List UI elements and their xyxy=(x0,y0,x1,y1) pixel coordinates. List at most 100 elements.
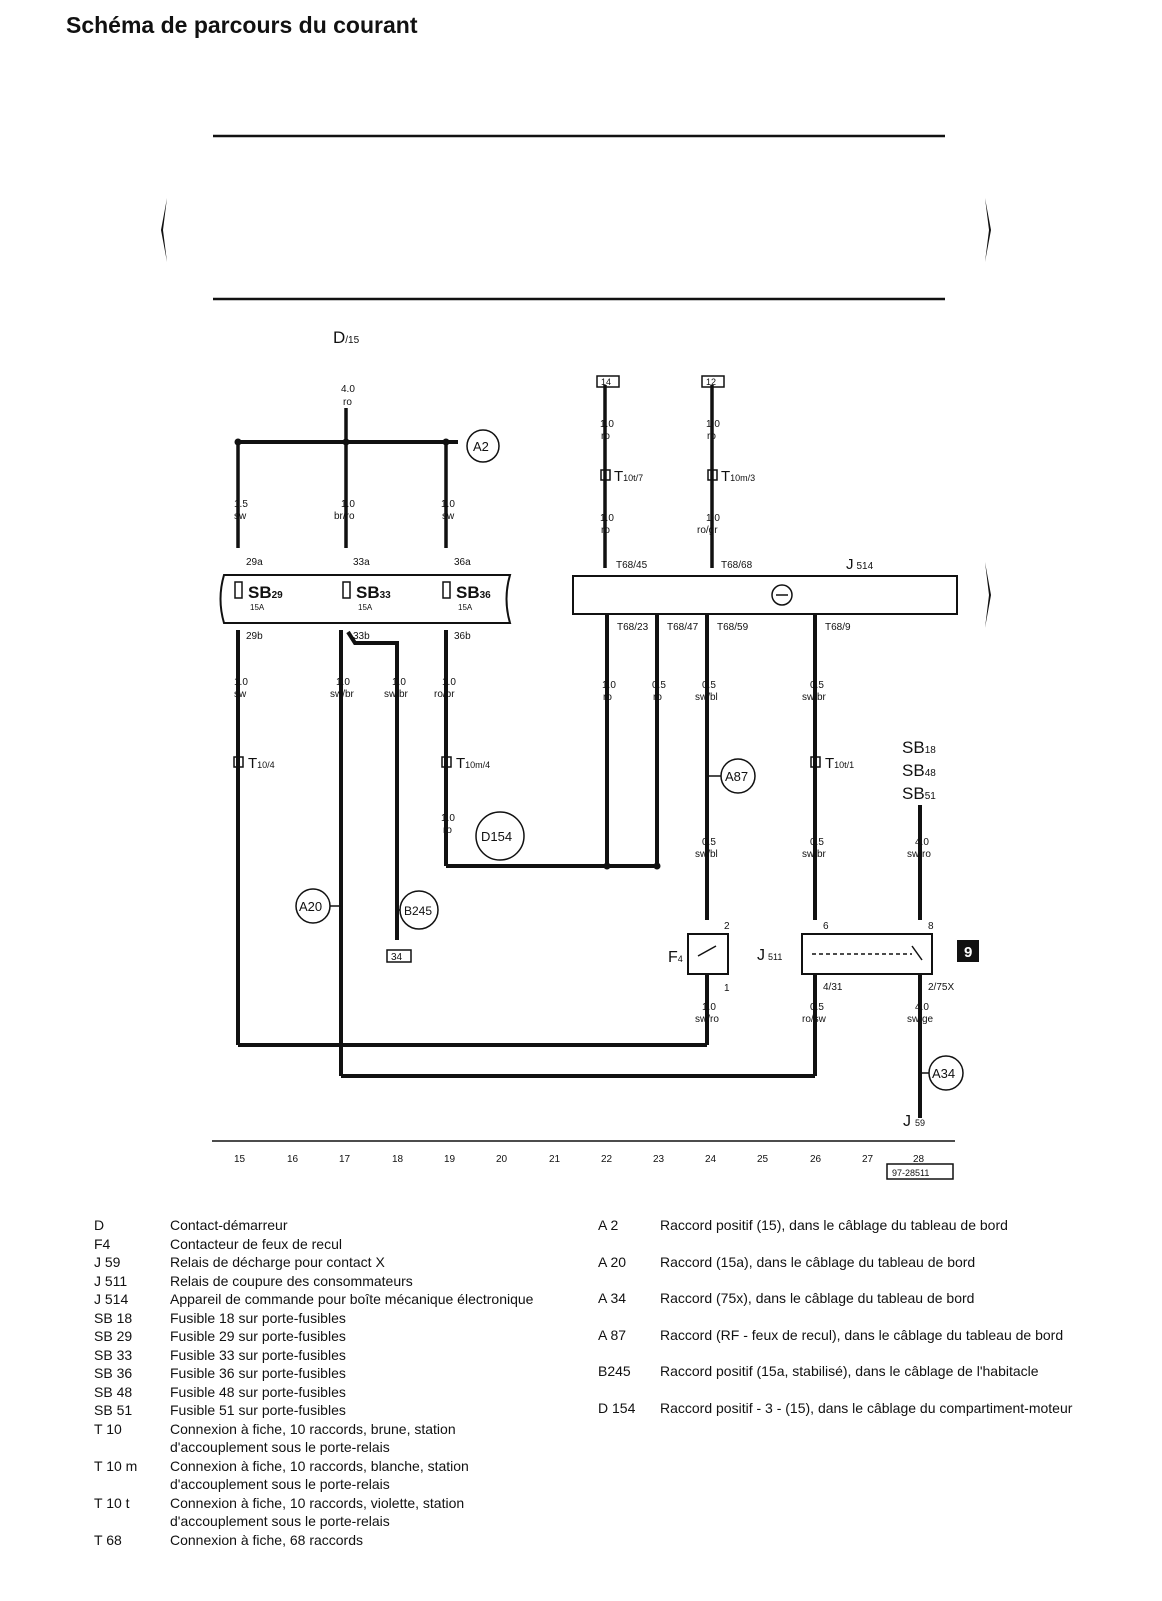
legend-text: Raccord positif (15a, stabilisé), dans l… xyxy=(660,1363,1039,1379)
track-number: 17 xyxy=(339,1154,351,1165)
wire-label: ro xyxy=(707,431,716,442)
legend-text: Connexion à fiche, 10 raccords, brune, s… xyxy=(170,1420,456,1456)
pin-label: 33a xyxy=(353,557,370,568)
wire-label: 4.0 xyxy=(341,384,355,395)
legend-code: J 59 xyxy=(94,1254,121,1270)
track-number: 22 xyxy=(601,1154,613,1165)
track-number: 27 xyxy=(862,1154,874,1165)
wire-label: sw xyxy=(234,511,247,522)
track-number: 19 xyxy=(444,1154,456,1165)
plug-t10m-4: T10m/4 xyxy=(456,755,490,772)
ground-box-label: 34 xyxy=(391,952,403,963)
track-number: 15 xyxy=(234,1154,246,1165)
legend-text: Fusible 48 sur porte-fusibles xyxy=(170,1383,346,1400)
legend-code: SB 51 xyxy=(94,1402,133,1418)
fuse-sb29: SB29 xyxy=(248,583,283,602)
legend-text: Fusible 51 sur porte-fusibles xyxy=(170,1402,346,1418)
wire-label: 1.0 xyxy=(234,677,248,688)
legend-code: A 34 xyxy=(598,1290,627,1306)
legend-code: A 20 xyxy=(598,1253,627,1270)
plug-t10t-1: T10t/1 xyxy=(825,755,854,772)
pin-box-label: 14 xyxy=(601,377,611,387)
legend-item: SB 51 Fusible 51 sur porte-fusibles xyxy=(94,1401,534,1420)
connector-a2: A2 xyxy=(473,439,489,454)
plug-t10t-7: T10t/7 xyxy=(614,468,643,485)
fuse-sb18: SB18 xyxy=(902,738,936,757)
fuse-rating: 15A xyxy=(458,603,473,612)
pin-label: 8 xyxy=(928,921,934,932)
connector-a87: A87 xyxy=(725,769,748,784)
connector-b245: B245 xyxy=(404,904,432,918)
wire-label: 4.0 xyxy=(915,1002,929,1013)
track-number: 23 xyxy=(653,1154,665,1165)
wire-label: sw/ro xyxy=(695,1014,719,1025)
wire-label: ro xyxy=(601,525,610,536)
pin-label: 4/31 xyxy=(823,982,843,993)
legend-code: T 10 m xyxy=(94,1457,138,1474)
pin-label: 36a xyxy=(454,557,471,568)
fuse-rating: 15A xyxy=(358,603,373,612)
legend-code: T 10 t xyxy=(94,1494,130,1511)
pin-label: 29a xyxy=(246,557,263,568)
pin-label: T68/59 xyxy=(717,622,749,633)
track-number: 20 xyxy=(496,1154,508,1165)
legend-item: A 34 Raccord (75x), dans le câblage du ta… xyxy=(598,1289,1078,1308)
wire-label: sw/ro xyxy=(907,849,931,860)
wire-label: 0.5 xyxy=(702,837,716,848)
fuse-sb51: SB51 xyxy=(902,784,936,803)
fuse-rating: 15A xyxy=(250,603,265,612)
pin-label: 2/75X xyxy=(928,982,954,993)
pin-label: T68/45 xyxy=(616,560,648,571)
page-ref-badge-label: 9 xyxy=(964,944,972,961)
continue-right-arrow xyxy=(985,562,991,628)
legend-code: SB 29 xyxy=(94,1328,133,1344)
switch-f4-label: F4 xyxy=(668,949,683,966)
legend-text: Appareil de commande pour boîte mécaniqu… xyxy=(170,1291,534,1307)
wire-label: 1.0 xyxy=(702,1002,716,1013)
wire-label: sw/bl xyxy=(695,849,718,860)
pin-label: T68/9 xyxy=(825,622,851,633)
drawing-reference: 97-28511 xyxy=(892,1168,929,1178)
track-number: 28 xyxy=(913,1154,925,1165)
pin-label: 2 xyxy=(724,921,730,932)
plug-t10-4: T10/4 xyxy=(248,755,275,772)
wire-label: sw/br xyxy=(802,692,827,703)
legend-text: Raccord (75x), dans le câblage du tablea… xyxy=(660,1290,975,1306)
legend-code: SB 18 xyxy=(94,1309,133,1326)
wire-label: ro/sw xyxy=(802,1014,827,1025)
connector-a20: A20 xyxy=(299,899,322,914)
wire-label: 1.0 xyxy=(706,513,720,524)
wire-label: 0.5 xyxy=(810,680,824,691)
wire-label: sw xyxy=(442,511,455,522)
connector-d154: D154 xyxy=(481,829,512,844)
legend-code: F4 xyxy=(94,1235,111,1252)
wire-label: sw/br xyxy=(330,689,355,700)
wire-label: sw/br xyxy=(802,849,827,860)
wire-label: 1.0 xyxy=(442,677,456,688)
legend-code: SB 36 xyxy=(94,1365,133,1381)
track-number: 21 xyxy=(549,1154,561,1165)
legend-text: Raccord (15a), dans le câblage du tablea… xyxy=(660,1253,976,1270)
wire-label: 1.0 xyxy=(392,677,406,688)
page-title: Schéma de parcours du courant xyxy=(66,12,418,38)
wire-label: ro/gr xyxy=(697,525,718,536)
track-number: 26 xyxy=(810,1154,822,1165)
wire-label: 1.0 xyxy=(441,813,455,824)
legend-code: J 511 xyxy=(94,1272,128,1289)
legend-text: Contact-démarreur xyxy=(170,1217,288,1233)
wire-label: 1.0 xyxy=(706,419,720,430)
wire-label: 1.0 xyxy=(600,419,614,430)
track-number: 16 xyxy=(287,1154,299,1165)
wire-label: 1.0 xyxy=(600,513,614,524)
legend-item: A 20 Raccord (15a), dans le câblage du ta… xyxy=(598,1253,1078,1272)
wire-label: 0.5 xyxy=(652,680,666,691)
node-d: D/15 xyxy=(333,328,360,347)
